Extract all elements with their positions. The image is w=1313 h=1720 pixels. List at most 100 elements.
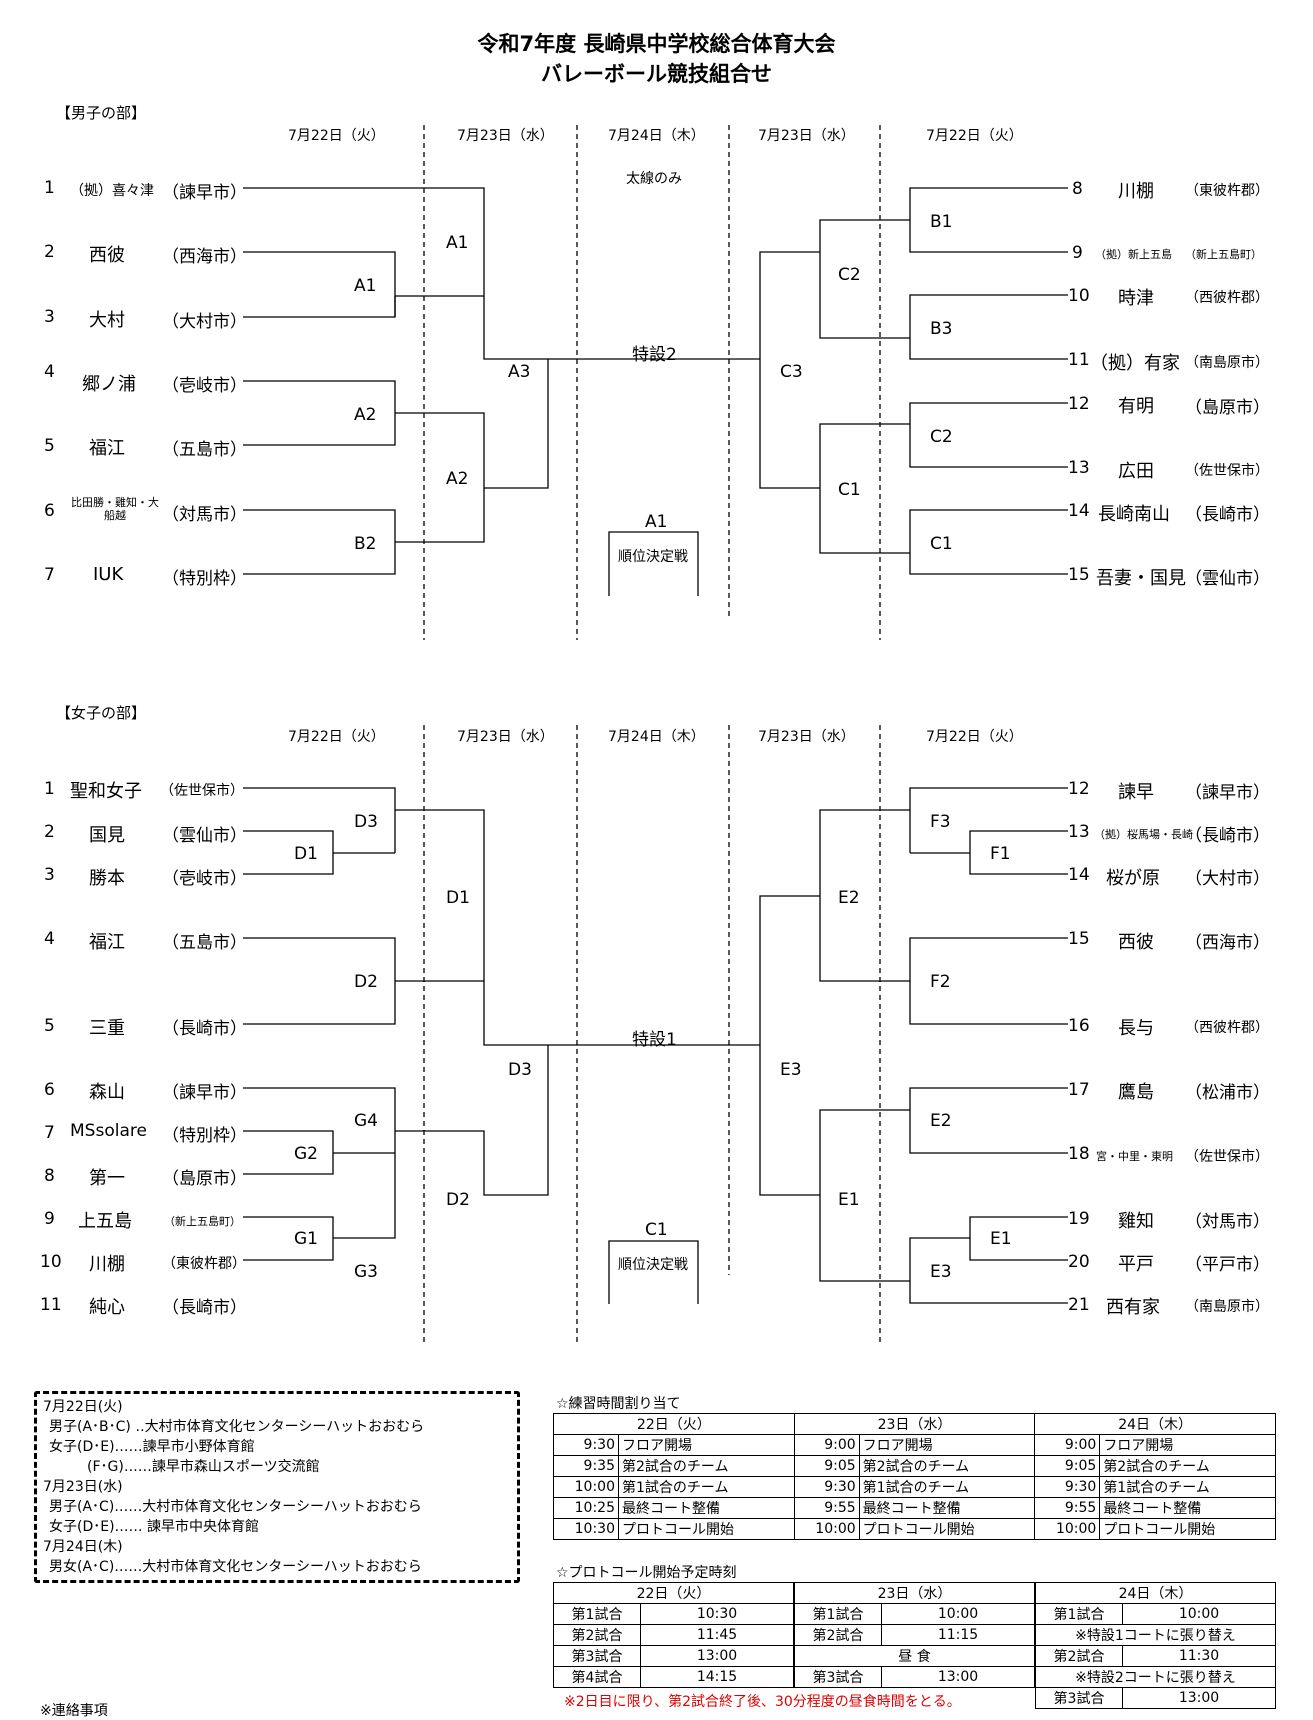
- note-cell: ※特設2コートに張り替え: [1035, 1666, 1276, 1688]
- item-cell: 第2試合のチーム: [618, 1455, 795, 1477]
- match-label: E3: [930, 1262, 952, 1282]
- time-cell: 11:15: [881, 1624, 1035, 1646]
- team-place: （五島市）: [162, 440, 247, 460]
- team-place: （東彼杵郡）: [1185, 183, 1269, 199]
- team-place: （壱岐市）: [162, 376, 247, 396]
- team-name: 三重: [89, 1018, 125, 1039]
- team-number: 1: [44, 779, 55, 799]
- team-name: 勝本: [89, 868, 125, 889]
- item-cell: フロア開場: [1099, 1434, 1276, 1456]
- boys-date-1: 7月22日（火）: [288, 128, 385, 144]
- team-number: 12: [1068, 779, 1090, 799]
- time-cell: 9:55: [793, 1497, 860, 1519]
- team-name: 鷹島: [1118, 1082, 1154, 1103]
- item-cell: プロトコール開始: [1099, 1518, 1276, 1540]
- match-label: E1: [838, 1190, 860, 1210]
- time-cell: 9:30: [793, 1476, 860, 1498]
- team-place: （島原市）: [162, 1169, 247, 1189]
- item-cell: プロトコール開始: [858, 1518, 1036, 1540]
- team-name: 純心: [89, 1297, 125, 1318]
- team-name: 長与: [1118, 1018, 1154, 1039]
- game-cell: 第1試合: [553, 1603, 641, 1625]
- team-number: 20: [1068, 1252, 1090, 1272]
- match-label: C1: [930, 534, 953, 554]
- note-cell: ※特設1コートに張り替え: [1035, 1624, 1276, 1646]
- team-number: 16: [1068, 1016, 1090, 1036]
- time-cell: 13:00: [881, 1666, 1035, 1688]
- protocol-note: ※2日目に限り、第2試合終了後、30分程度の昼食時間をとる。: [564, 1694, 961, 1710]
- boys-section-title: 【男子の部】: [56, 104, 147, 122]
- time-cell: 14:15: [640, 1666, 794, 1688]
- practice-day-header: 22日（火）: [553, 1413, 795, 1435]
- match-label: A3: [508, 362, 531, 382]
- game-cell: 第2試合: [553, 1624, 641, 1646]
- team-number: 13: [1068, 458, 1090, 478]
- time-cell: 10:00: [553, 1476, 619, 1498]
- item-cell: 第2試合のチーム: [1099, 1455, 1276, 1477]
- time-cell: 13:00: [640, 1645, 794, 1667]
- team-place: （大村市）: [1185, 869, 1270, 889]
- match-label: A1: [354, 276, 377, 296]
- practice-day-header: 24日（木）: [1034, 1413, 1276, 1435]
- team-place: （雲仙市）: [162, 826, 247, 846]
- time-cell: 9:30: [1034, 1476, 1101, 1498]
- team-number: 4: [44, 929, 55, 949]
- team-place: （東彼杵郡）: [162, 1256, 246, 1272]
- item-cell: 最終コート整備: [858, 1497, 1036, 1519]
- table-row: ※特設2コートに張り替え: [1035, 1666, 1276, 1688]
- venue-line: 7月22日(火): [43, 1399, 123, 1415]
- time-cell: 10:00: [793, 1518, 860, 1540]
- item-cell: プロトコール開始: [618, 1518, 795, 1540]
- team-place: （五島市）: [162, 933, 247, 953]
- team-name: 西有家: [1106, 1297, 1160, 1318]
- match-label: B1: [930, 212, 953, 232]
- match-label: D2: [354, 972, 378, 992]
- team-number: 8: [1072, 179, 1083, 199]
- match-label: D2: [446, 1190, 470, 1210]
- team-name: MSsolare: [70, 1121, 147, 1141]
- time-cell: 10:30: [553, 1518, 619, 1540]
- girls-date-5: 7月22日（火）: [926, 729, 1023, 745]
- girls-rank-code: C1: [645, 1220, 668, 1240]
- match-label: E2: [930, 1111, 952, 1131]
- match-label: D1: [294, 844, 318, 864]
- team-place: （佐世保市）: [1185, 1149, 1269, 1165]
- boys-date-3: 7月24日（木）: [608, 128, 705, 144]
- team-number: 5: [44, 1016, 55, 1036]
- team-name: （拠）有家: [1090, 353, 1180, 374]
- team-place: （壱岐市）: [162, 869, 247, 889]
- match-label: B3: [930, 319, 953, 339]
- team-name: 郷ノ浦: [82, 374, 136, 395]
- team-place: （西彼杵郡）: [1185, 1020, 1269, 1036]
- team-place: （特別枠）: [162, 569, 247, 589]
- team-number: 7: [44, 565, 55, 585]
- boys-note: 太線のみ: [626, 171, 682, 187]
- team-place: （対馬市）: [162, 505, 247, 525]
- team-place: （西海市）: [162, 247, 247, 267]
- game-cell: 第4試合: [553, 1666, 641, 1688]
- item-cell: フロア開場: [858, 1434, 1036, 1456]
- team-number: 12: [1068, 394, 1090, 414]
- table-row: 昼 食: [794, 1645, 1035, 1667]
- protocol-day-header: 22日（火）: [553, 1582, 794, 1604]
- time-cell: 9:00: [793, 1434, 860, 1456]
- team-name: 聖和女子: [70, 781, 142, 802]
- item-cell: 最終コート整備: [1099, 1497, 1276, 1519]
- lunch-cell: 昼 食: [794, 1645, 1035, 1667]
- team-place: （松浦市）: [1185, 1083, 1270, 1103]
- game-cell: 第2試合: [1035, 1645, 1123, 1667]
- team-place: （新上五島町）: [164, 1215, 241, 1228]
- game-cell: 第1試合: [794, 1603, 882, 1625]
- time-cell: 10:00: [881, 1603, 1035, 1625]
- match-label: G2: [294, 1144, 318, 1164]
- team-name: 雞知: [1118, 1211, 1154, 1232]
- team-name: 西彼: [89, 245, 125, 266]
